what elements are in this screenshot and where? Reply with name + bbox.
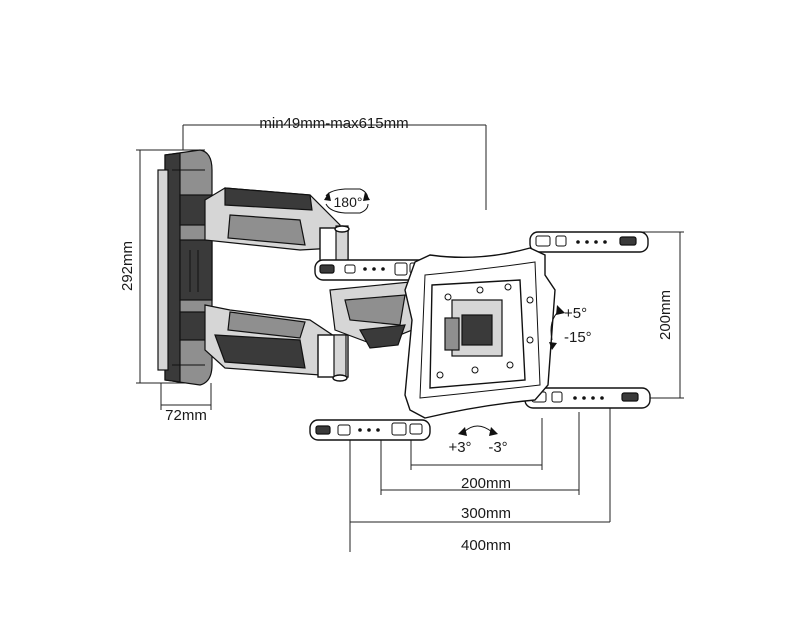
swing-arm-lower bbox=[204, 304, 349, 382]
horizontal-400-label: 400mm bbox=[461, 537, 511, 554]
vesa-rail-top-right bbox=[529, 231, 649, 253]
vesa-rail-bottom-right bbox=[524, 387, 651, 409]
tv-mounting-plate bbox=[404, 247, 556, 419]
tilt-down-label: -15° bbox=[564, 329, 592, 346]
swing-arm-upper bbox=[204, 187, 350, 277]
plate-height-label: 292mm bbox=[119, 241, 136, 291]
plate-depth-label: 72mm bbox=[165, 407, 207, 424]
horizontal-300-label: 300mm bbox=[461, 505, 511, 522]
horizontal-200-label: 200mm bbox=[461, 475, 511, 492]
swivel-label: 180° bbox=[334, 194, 363, 210]
wall-plate bbox=[157, 149, 213, 386]
level-indicator bbox=[458, 425, 498, 436]
middle-arm-link bbox=[329, 281, 421, 349]
level-right-label: -3° bbox=[488, 439, 507, 456]
tilt-up-label: +5° bbox=[564, 305, 587, 322]
tilt-indicator bbox=[549, 305, 565, 350]
vesa-rail-bottom-left bbox=[309, 419, 431, 441]
swivel-indicator bbox=[324, 188, 370, 214]
vertical-vesa-label: 200mm bbox=[657, 290, 674, 340]
arm-extension-label: min49mm-max615mm bbox=[259, 115, 408, 132]
level-left-label: +3° bbox=[448, 439, 471, 456]
